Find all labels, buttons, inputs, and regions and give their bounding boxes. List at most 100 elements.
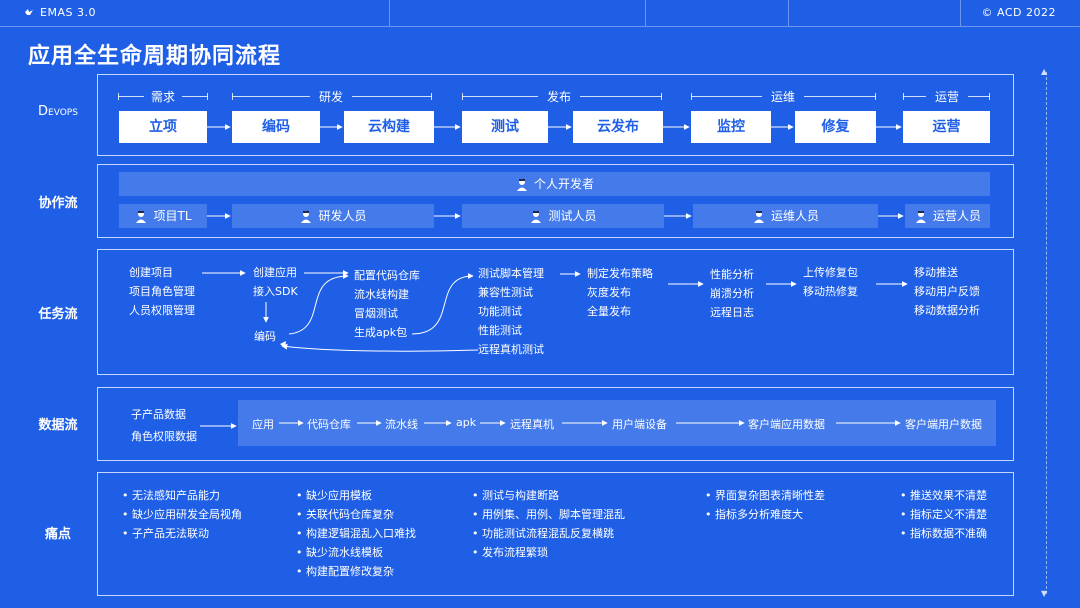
stage-label: 运维	[762, 88, 804, 105]
task-group-8: 移动推送 移动用户反馈 移动数据分析	[914, 263, 980, 320]
devops-panel	[97, 74, 1014, 156]
pain-item: • 测试与构建断路	[472, 489, 559, 502]
task-item: 配置代码仓库	[354, 269, 420, 282]
row-label-pain: 痛点	[44, 527, 71, 542]
task-item: 崩溃分析	[710, 287, 754, 300]
step-box[interactable]: 云构建	[344, 111, 434, 143]
task-item: 冒烟测试	[354, 307, 398, 320]
pain-column-4: • 界面复杂图表清晰性差 • 指标多分析难度大	[705, 486, 825, 524]
stage-label: 研发	[310, 88, 352, 105]
role-bar-solo: 个人开发者	[119, 172, 990, 196]
pain-item: • 功能测试流程混乱反复横跳	[472, 527, 614, 540]
pain-item: • 构建逻辑混乱入口难找	[296, 527, 416, 540]
pain-item: • 构建配置修改复杂	[296, 565, 394, 578]
person-avatar-icon	[516, 179, 527, 191]
divider	[788, 0, 789, 26]
task-item: 创建应用	[253, 266, 297, 279]
row-label-collab: 协作流	[38, 196, 78, 211]
data-node: 客户端用户数据	[905, 418, 982, 431]
row-label-data: 数据流	[38, 418, 78, 433]
divider	[389, 0, 390, 26]
step-box[interactable]: 测试	[462, 111, 548, 143]
step-box[interactable]: 监控	[691, 111, 771, 143]
pain-column-5: • 推送效果不清楚 • 指标定义不清楚 • 指标数据不准确	[900, 486, 987, 543]
step-box[interactable]: 运营	[903, 111, 990, 143]
role-label: 项目TL	[153, 209, 192, 223]
divider	[960, 0, 961, 26]
person-avatar-icon	[753, 211, 764, 223]
role-bar: 运维人员	[693, 204, 878, 228]
data-node: 客户端应用数据	[748, 418, 825, 431]
top-bar: EMAS 3.0 © ACD 2022	[0, 0, 1080, 27]
pain-item: • 发布流程繁琐	[472, 546, 548, 559]
pain-column-3: • 测试与构建断路 • 用例集、用例、脚本管理混乱 • 功能测试流程混乱反复横跳…	[472, 486, 625, 562]
task-item: 移动数据分析	[914, 304, 980, 317]
data-source: 角色权限数据	[131, 430, 197, 443]
data-node: apk	[456, 416, 477, 429]
task-item: 流水线构建	[354, 288, 409, 301]
task-item: 移动热修复	[803, 285, 858, 298]
data-node: 用户端设备	[612, 418, 667, 431]
data-node: 流水线	[385, 418, 418, 431]
brand-text: EMAS 3.0	[40, 6, 96, 19]
task-item: 性能分析	[710, 268, 754, 281]
step-box[interactable]: 编码	[232, 111, 320, 143]
pain-item: • 推送效果不清楚	[900, 489, 987, 502]
pain-item: • 缺少应用模板	[296, 489, 372, 502]
task-group-2: 创建应用 接入SDK	[253, 263, 298, 301]
data-node: 代码仓库	[307, 418, 351, 431]
task-item: 接入SDK	[253, 285, 298, 298]
pain-item: • 指标多分析难度大	[705, 508, 803, 521]
data-node: 远程真机	[510, 418, 554, 431]
role-label: 运营人员	[932, 209, 981, 223]
role-bar: 运营人员	[905, 204, 990, 228]
task-item: 移动用户反馈	[914, 285, 980, 298]
person-avatar-icon	[915, 211, 926, 223]
role-label: 个人开发者	[533, 177, 594, 191]
scroll-down-icon[interactable]: ▼	[1041, 589, 1048, 598]
task-item: 功能测试	[478, 305, 522, 318]
collab-panel	[97, 164, 1014, 238]
brand: EMAS 3.0	[24, 6, 96, 19]
task-panel	[97, 249, 1014, 375]
task-item: 人员权限管理	[129, 304, 195, 317]
pain-item: • 无法感知产品能力	[122, 489, 220, 502]
pain-item: • 关联代码仓库复杂	[296, 508, 394, 521]
row-label-task: 任务流	[38, 307, 78, 322]
step-box[interactable]: 修复	[795, 111, 876, 143]
stage-label: 运营	[926, 88, 968, 105]
task-group-5: 制定发布策略 灰度发布 全量发布	[587, 264, 653, 321]
task-item: 远程真机测试	[478, 343, 544, 356]
page-title: 应用全生命周期协同流程	[28, 44, 282, 69]
task-item: 生成apk包	[354, 326, 408, 339]
scroll-track[interactable]	[1046, 72, 1048, 594]
task-item: 上传修复包	[803, 266, 858, 279]
task-item: 测试脚本管理	[478, 267, 544, 280]
task-item: 项目角色管理	[129, 285, 195, 298]
pain-panel	[97, 472, 1014, 596]
task-group-4: 测试脚本管理 兼容性测试 功能测试 性能测试 远程真机测试	[478, 264, 544, 359]
task-item: 兼容性测试	[478, 286, 533, 299]
task-item: 性能测试	[478, 324, 522, 337]
person-avatar-icon	[301, 211, 312, 223]
task-item: 制定发布策略	[587, 267, 653, 280]
task-item: 灰度发布	[587, 286, 631, 299]
step-box[interactable]: 云发布	[573, 111, 663, 143]
task-item: 移动推送	[914, 266, 958, 279]
data-source: 子产品数据	[131, 408, 186, 421]
pain-column-2: • 缺少应用模板 • 关联代码仓库复杂 • 构建逻辑混乱入口难找 • 缺少流水线…	[296, 486, 416, 581]
row-label-devops: Devops	[38, 104, 78, 119]
data-panel	[97, 387, 1014, 461]
role-bar: 测试人员	[462, 204, 664, 228]
stage-label: 发布	[538, 88, 580, 105]
task-group-6: 性能分析 崩溃分析 远程日志	[710, 265, 754, 322]
pain-item: • 指标定义不清楚	[900, 508, 987, 521]
task-group-7: 上传修复包 移动热修复	[803, 263, 858, 301]
task-item: 全量发布	[587, 305, 631, 318]
task-item: 远程日志	[710, 306, 754, 319]
step-box[interactable]: 立项	[119, 111, 207, 143]
pain-item: • 缺少应用研发全局视角	[122, 508, 242, 521]
scroll-up-icon[interactable]: ▲	[1041, 67, 1048, 76]
person-avatar-icon	[136, 211, 147, 223]
person-avatar-icon	[531, 211, 542, 223]
